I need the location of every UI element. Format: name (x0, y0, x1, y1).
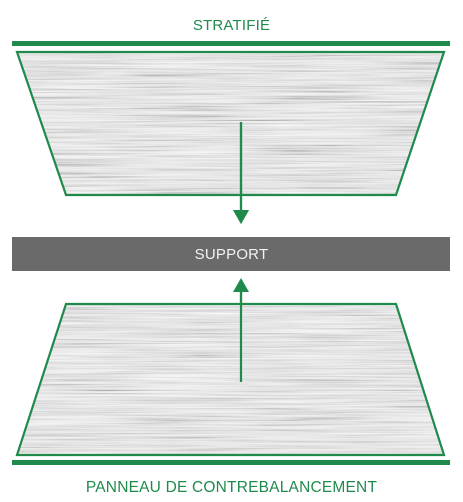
balancing-panel-bottom-edge (12, 460, 450, 465)
support-label: SUPPORT (194, 246, 269, 263)
laminate-top-edge (12, 41, 450, 46)
balancing-panel-label: PANNEAU DE CONTREBALANCEMENT (85, 479, 378, 496)
laminate-label: STRATIFIÉ (192, 17, 271, 34)
balancing-panel (15, 302, 446, 457)
support-bar (12, 237, 450, 271)
laminate-panel (15, 50, 446, 197)
